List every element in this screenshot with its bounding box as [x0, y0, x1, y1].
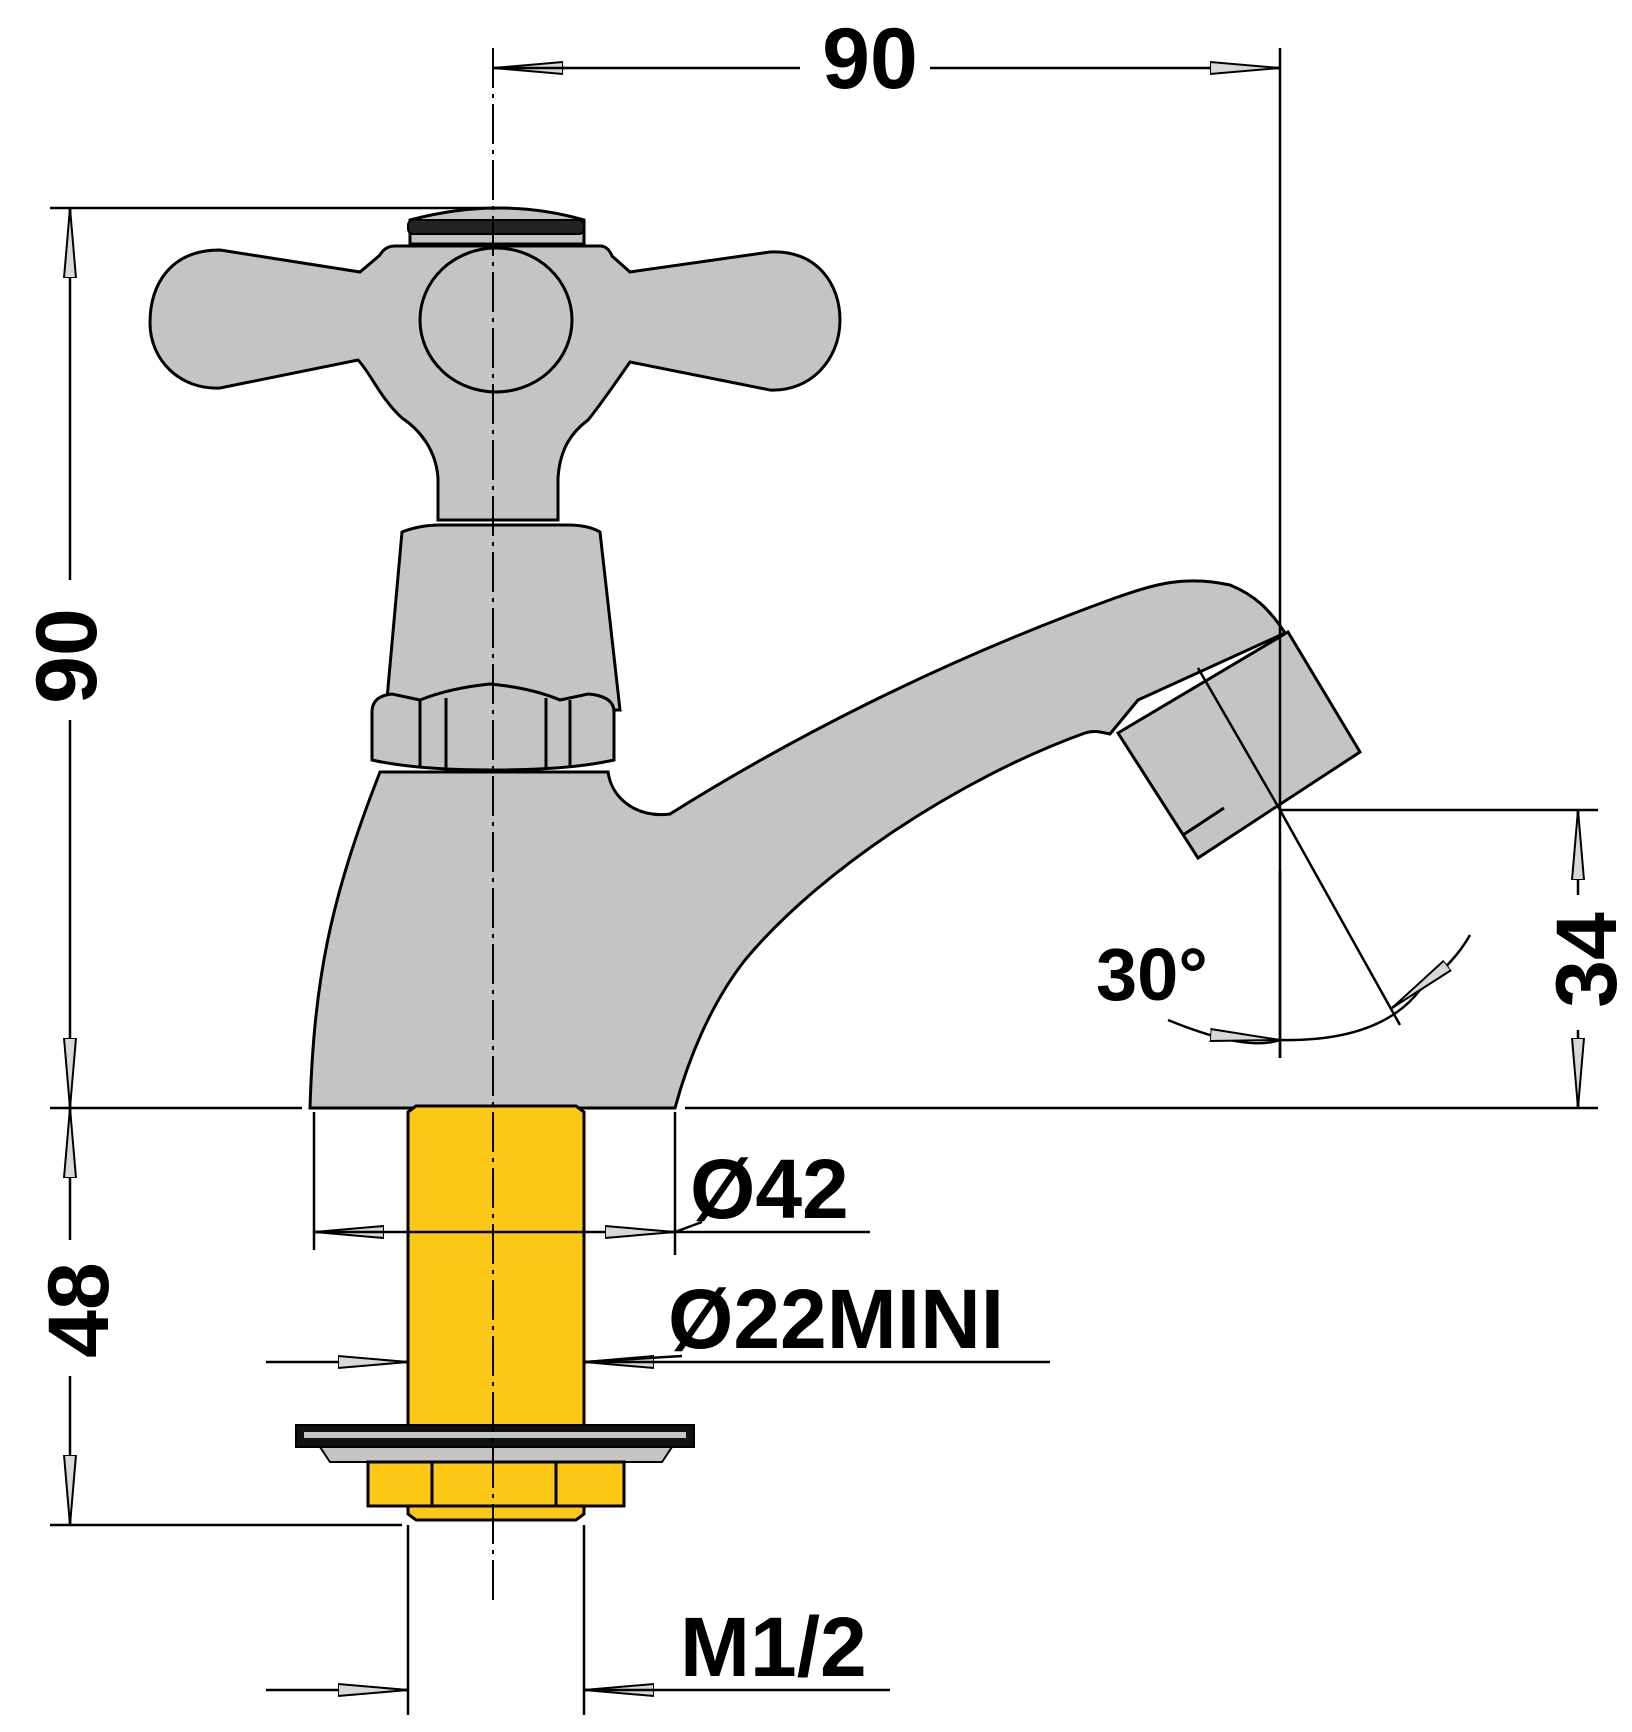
tap-body: [148, 206, 1363, 1110]
dim-shank-length: 48: [31, 1262, 127, 1358]
backnut: [366, 1460, 626, 1508]
threaded-shank: [406, 1104, 586, 1522]
dim-spout-height: 34: [1539, 912, 1632, 1008]
tap-aerator: [1115, 629, 1363, 861]
dim-total-height: 90: [19, 608, 115, 704]
tap-bonnet: [384, 523, 622, 712]
handle-center-boss: [418, 246, 574, 394]
dimension-lines: [50, 48, 1598, 1715]
dim-top-width: 90: [822, 11, 918, 107]
tap-spout-body: [308, 579, 1288, 1110]
handle-top-disc: [407, 219, 585, 235]
dim-hole-diameter: Ø22MINI: [668, 1272, 1004, 1366]
backnut-washer-bevel: [318, 1446, 674, 1463]
dim-thread: M1/2: [680, 1600, 867, 1694]
backnut-washer-highlight: [304, 1432, 686, 1438]
tap-shank-assembly: [295, 1104, 695, 1522]
dim-base-diameter: Ø42: [690, 1142, 849, 1236]
dim-spout-angle: 30°: [1096, 933, 1208, 1016]
aerator-groove: [1182, 806, 1225, 837]
